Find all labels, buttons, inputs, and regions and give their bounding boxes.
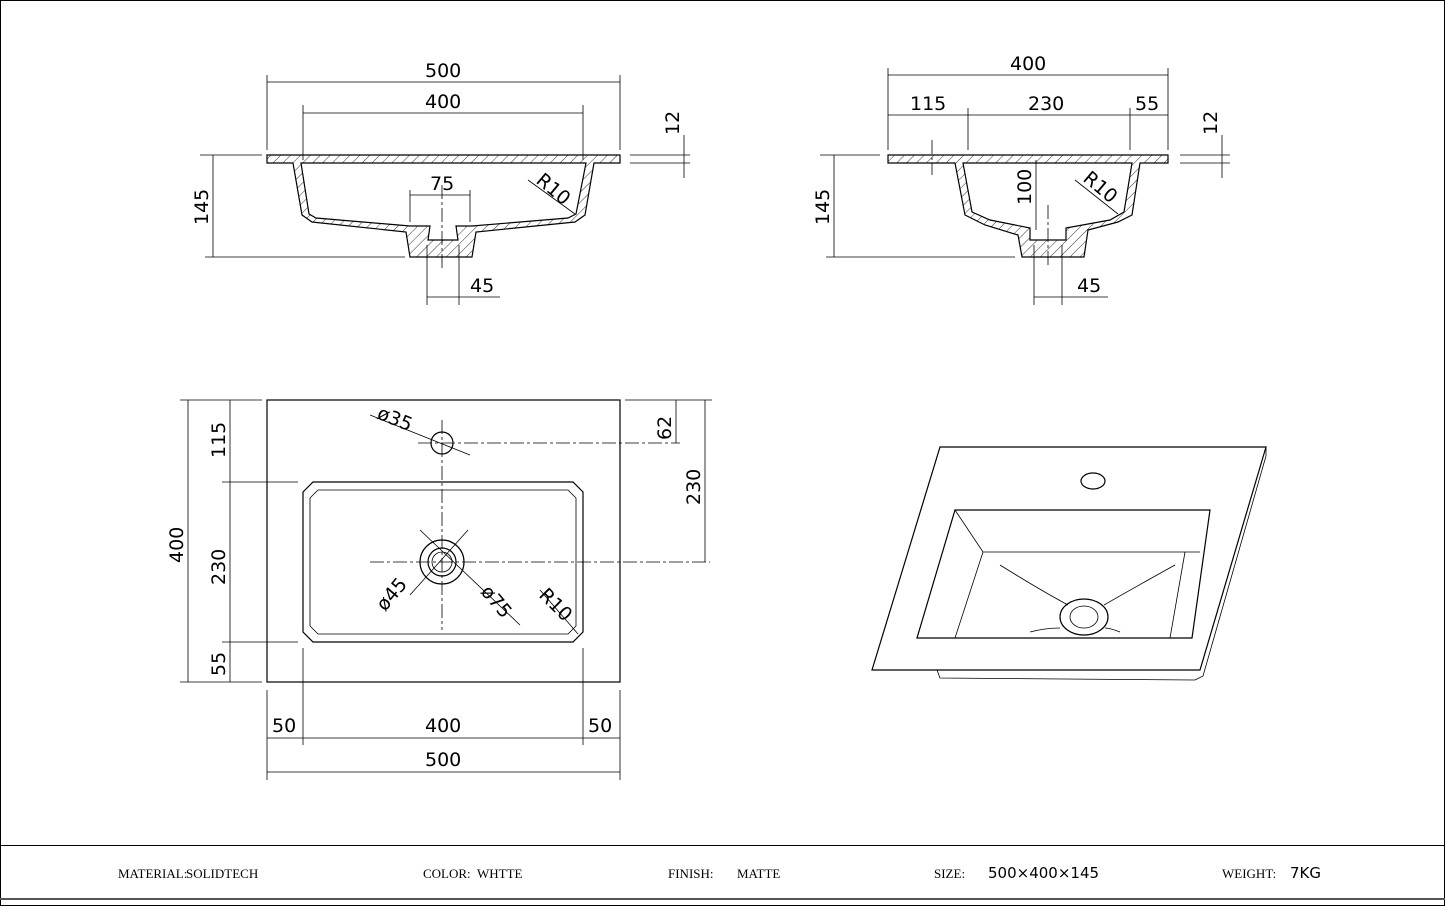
dim-overall-depth: 400	[166, 527, 188, 563]
color-label: COLOR:	[423, 866, 471, 881]
size-value: 500×400×145	[988, 864, 1100, 882]
dim-drain-outer: 75	[430, 173, 454, 195]
dim-drain-inner: 45	[470, 275, 494, 297]
dim-bowl-depth: 230	[1028, 93, 1064, 115]
dim-overall-width: 500	[425, 749, 461, 771]
dim-back: 115	[208, 422, 230, 458]
plan-view: ø35 62 230 400 115 230 55 ø45 ø75 R10 50…	[166, 399, 712, 780]
dim-height: 145	[191, 189, 213, 225]
dim-flange: 12	[1200, 111, 1222, 135]
dim-front: 55	[1135, 93, 1159, 115]
color-value: WHTTE	[477, 866, 523, 881]
dim-drain-inner: ø45	[372, 574, 412, 616]
dim-left: 50	[272, 715, 296, 737]
isometric-view	[871, 446, 1267, 681]
dim-overall-width: 500	[425, 60, 461, 82]
dim-tap-offset: 62	[654, 416, 676, 440]
dim-depth-to-drain: 230	[683, 469, 705, 505]
dim-radius: R10	[532, 169, 575, 210]
side-section-view: 500 400 75 45 145 12 R10	[191, 60, 690, 305]
dim-bowl-height: 100	[1014, 169, 1036, 205]
dim-drain-outer: ø75	[476, 581, 516, 623]
weight-value: 7KG	[1290, 864, 1322, 882]
dim-radius: R10	[1079, 167, 1122, 208]
dim-right: 50	[588, 715, 612, 737]
dim-flange: 12	[662, 111, 684, 135]
dim-back: 115	[910, 93, 946, 115]
spec-footer: MATERIAL: SOLIDTECH COLOR: WHTTE FINISH:…	[0, 845, 1445, 900]
dim-tap-hole: ø35	[374, 402, 415, 436]
dim-bowl-width: 400	[425, 715, 461, 737]
dim-bowl-depth: 230	[208, 549, 230, 585]
finish-label: FINISH:	[668, 866, 714, 881]
weight-label: WEIGHT:	[1222, 866, 1277, 881]
material-label: MATERIAL:	[118, 866, 188, 881]
dim-bowl-width: 400	[425, 91, 461, 113]
finish-value: MATTE	[737, 866, 781, 881]
size-label: SIZE:	[934, 866, 966, 881]
dim-overall-depth: 400	[1010, 53, 1046, 75]
dim-drain-inner: 45	[1077, 275, 1101, 297]
end-section-view: 400 115 230 55 45 145 12 100 R10	[812, 53, 1230, 305]
material-value: SOLIDTECH	[186, 866, 259, 881]
dim-front: 55	[208, 652, 230, 676]
dim-height: 145	[812, 189, 834, 225]
